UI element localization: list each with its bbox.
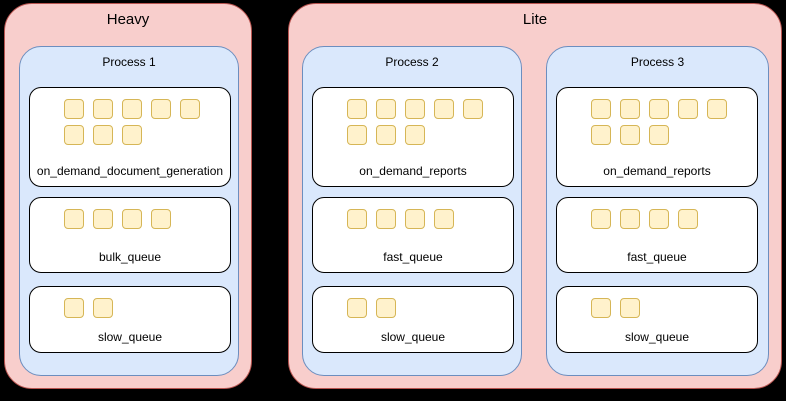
queue-label: fast_queue [627, 250, 687, 264]
queue-slot [180, 99, 200, 119]
queue-slot-group [591, 209, 751, 229]
queue-slot-group [347, 99, 507, 145]
queue-fast-queue[interactable]: fast_queue [312, 197, 514, 273]
queue-slot [93, 298, 113, 318]
queue-slot [347, 209, 367, 229]
queue-slot [649, 99, 669, 119]
process-1-title: Process 1 [102, 55, 156, 69]
queue-slot [64, 99, 84, 119]
queue-slot-group [347, 209, 507, 229]
queue-slow-queue[interactable]: slow_queue [556, 286, 758, 353]
queue-slot [151, 209, 171, 229]
queue-slot-group [64, 298, 224, 318]
queue-slot [678, 99, 698, 119]
queue-slot [93, 209, 113, 229]
queue-label: bulk_queue [98, 250, 162, 264]
group-lite[interactable]: Lite Process 2 on_demand_reports [288, 3, 782, 389]
queue-slot [620, 298, 640, 318]
queue-slot [591, 209, 611, 229]
queue-slot [347, 99, 367, 119]
queue-slot [122, 125, 142, 145]
process-3[interactable]: Process 3 on_demand_reports [546, 46, 769, 376]
queue-slot [64, 125, 84, 145]
queue-on-demand-reports[interactable]: on_demand_reports [312, 87, 514, 187]
queue-slot [347, 125, 367, 145]
process-2-title: Process 2 [385, 55, 439, 69]
queue-slot [649, 209, 669, 229]
group-heavy[interactable]: Heavy Process 1 on_demand_document_gener… [4, 3, 252, 389]
queue-fast-queue[interactable]: fast_queue [556, 197, 758, 273]
queue-slot [93, 99, 113, 119]
queue-slot [591, 125, 611, 145]
queue-slot [434, 99, 454, 119]
group-heavy-title: Heavy [106, 11, 150, 28]
queue-slot [64, 298, 84, 318]
queue-slow-queue[interactable]: slow_queue [29, 286, 231, 353]
queue-slot-group [591, 99, 751, 145]
queue-slot [620, 125, 640, 145]
queue-label: slow_queue [624, 330, 690, 344]
queue-slot [376, 125, 396, 145]
queue-slot [405, 99, 425, 119]
queue-slot [434, 209, 454, 229]
process-3-title: Process 3 [630, 55, 685, 69]
queue-slot-group [591, 298, 751, 318]
queue-slot [591, 99, 611, 119]
process-2[interactable]: Process 2 on_demand_reports [302, 46, 522, 376]
queue-slot [122, 99, 142, 119]
queue-slot [93, 125, 113, 145]
queue-slot [591, 298, 611, 318]
queue-slot [376, 99, 396, 119]
queue-slot [405, 209, 425, 229]
queue-slot [376, 209, 396, 229]
queue-label: on_demand_reports [359, 164, 467, 178]
queue-slot [64, 209, 84, 229]
queue-slot [405, 125, 425, 145]
queue-label: slow_queue [380, 330, 446, 344]
queue-on-demand-document-generation[interactable]: on_demand_document_generation [29, 87, 231, 187]
queue-slot [620, 99, 640, 119]
queue-slot-group [347, 298, 507, 318]
queue-slot [649, 125, 669, 145]
queue-slot [151, 99, 171, 119]
queue-slot [678, 209, 698, 229]
queue-label: fast_queue [383, 250, 443, 264]
queue-slot [347, 298, 367, 318]
group-lite-title: Lite [522, 11, 548, 28]
queue-slot-group [64, 209, 224, 229]
process-1[interactable]: Process 1 on_demand_document_generation [19, 46, 239, 376]
queue-bulk-queue[interactable]: bulk_queue [29, 197, 231, 273]
queue-label: on_demand_reports [603, 164, 711, 178]
queue-slow-queue[interactable]: slow_queue [312, 286, 514, 353]
queue-slot [707, 99, 727, 119]
queue-slot-group [64, 99, 224, 145]
queue-slot [376, 298, 396, 318]
queue-on-demand-reports[interactable]: on_demand_reports [556, 87, 758, 187]
queue-slot [122, 209, 142, 229]
queue-label: slow_queue [97, 330, 163, 344]
queue-label: on_demand_document_generation [36, 164, 224, 178]
queue-slot [620, 209, 640, 229]
queue-slot [463, 99, 483, 119]
